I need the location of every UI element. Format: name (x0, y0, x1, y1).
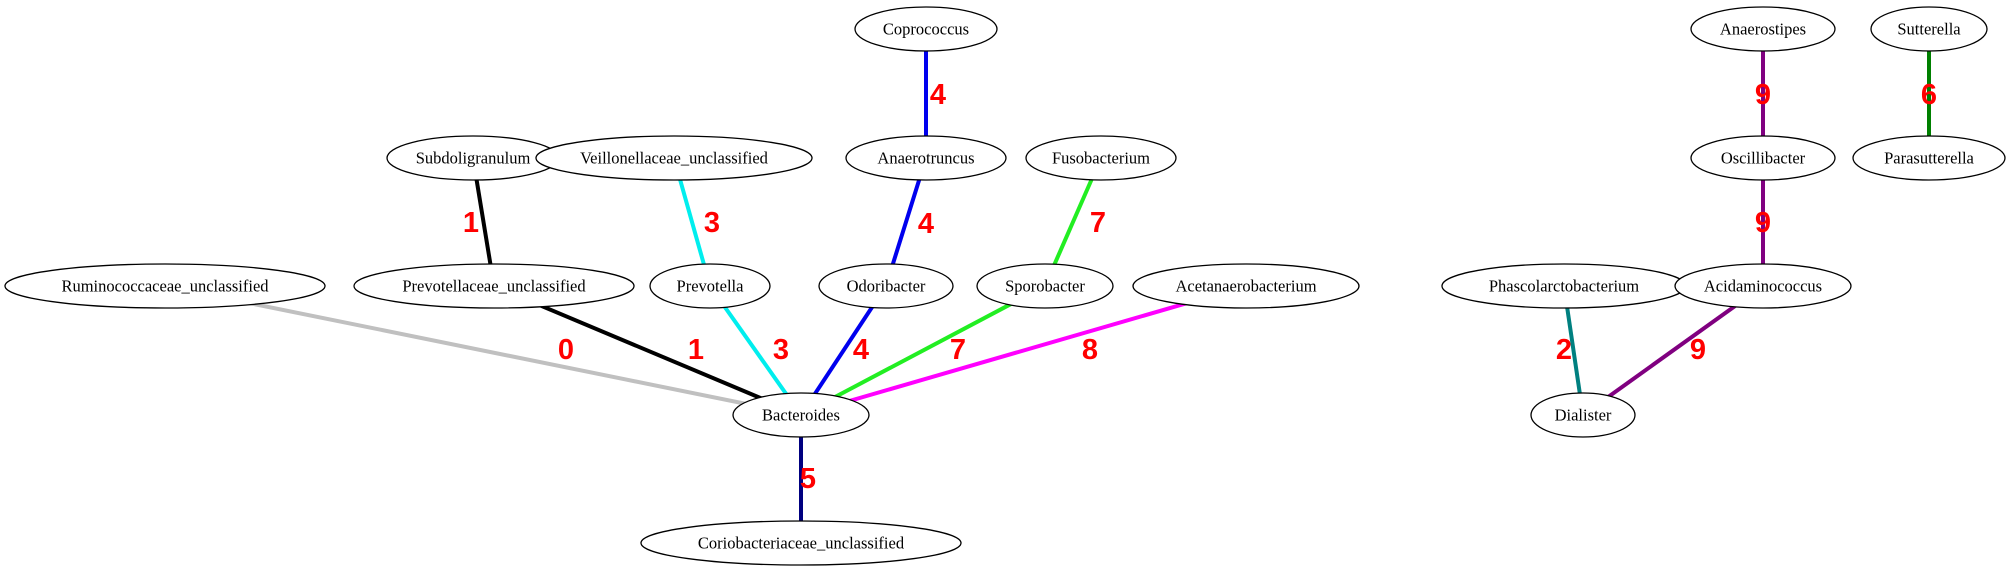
node-Bacteroides: Bacteroides (732, 392, 870, 438)
edge-Sporobacter-Bacteroides: 7 (800, 284, 1046, 417)
edge-line (1581, 284, 1765, 417)
node-ellipse (1690, 135, 1836, 181)
node-Prevotella: Prevotella (649, 263, 771, 309)
node-ellipse (1690, 6, 1836, 52)
edge-weight-label: 3 (773, 334, 789, 366)
edge-Acetanaerobacterium-Bacteroides: 8 (800, 284, 1247, 417)
node-Oscillibacter: Oscillibacter (1690, 135, 1836, 181)
node-ellipse (854, 6, 998, 52)
node-label: Acetanaerobacterium (1175, 277, 1316, 296)
node-label: Sutterella (1897, 20, 1961, 39)
node-ellipse (535, 135, 813, 181)
node-label: Ruminococcaceae_unclassified (61, 277, 269, 296)
node-Acetanaerobacterium: Acetanaerobacterium (1132, 263, 1360, 309)
node-Dialister: Dialister (1530, 392, 1636, 438)
node-label: Subdoligranulum (416, 149, 531, 168)
node-Phascolarctobacterium: Phascolarctobacterium (1441, 263, 1687, 309)
node-ellipse (4, 263, 326, 309)
edge-Ruminococcaceae_unclassified-Bacteroides: 0 (164, 284, 802, 417)
node-Prevotellaceae_unclassified: Prevotellaceae_unclassified (353, 263, 635, 309)
node-Sutterella: Sutterella (1870, 6, 1988, 52)
edge-weight-label: 9 (1755, 79, 1771, 111)
node-ellipse (1025, 135, 1177, 181)
edge-weight-label: 7 (950, 334, 966, 366)
edge-weight-label: 1 (463, 207, 479, 239)
node-label: Anaerostipes (1720, 20, 1806, 39)
node-ellipse (845, 135, 1007, 181)
node-Odoribacter: Odoribacter (818, 263, 954, 309)
node-Subdoligranulum: Subdoligranulum (386, 135, 560, 181)
node-Fusobacterium: Fusobacterium (1025, 135, 1177, 181)
edge-weight-label: 8 (1082, 334, 1098, 366)
node-label: Dialister (1555, 406, 1612, 425)
edge-weight-label: 4 (930, 79, 946, 111)
edge-layer: 4 4 4 1 1 3 3 7 7 0 8 5 9 9 9 2 6 (164, 29, 1937, 543)
node-ellipse (353, 263, 635, 309)
node-label: Parasutterella (1884, 149, 1974, 168)
node-ellipse (1870, 6, 1988, 52)
node-ellipse (732, 392, 870, 438)
node-label: Oscillibacter (1721, 149, 1806, 168)
node-ellipse (1132, 263, 1360, 309)
node-layer: Coprococcus Anaerostipes SutterellaSubdoli… (4, 6, 2006, 566)
node-label: Bacteroides (762, 406, 840, 425)
node-Veillonellaceae_unclassified: Veillonellaceae_unclassified (535, 135, 813, 181)
edge-weight-label: 9 (1755, 207, 1771, 239)
node-ellipse (1674, 263, 1852, 309)
edge-weight-label: 4 (853, 334, 869, 366)
edge-weight-label: 2 (1556, 334, 1572, 366)
edge-weight-label: 9 (1690, 334, 1706, 366)
node-ellipse (649, 263, 771, 309)
edge-line (493, 284, 802, 417)
node-Acidaminococcus: Acidaminococcus (1674, 263, 1852, 309)
edge-weight-label: 0 (558, 334, 574, 366)
node-ellipse (1530, 392, 1636, 438)
node-label: Prevotellaceae_unclassified (402, 277, 586, 296)
node-Coriobacteriaceae_unclassified: Coriobacteriaceae_unclassified (640, 520, 962, 566)
edge-Prevotellaceae_unclassified-Bacteroides: 1 (493, 284, 802, 417)
edge-weight-label: 6 (1921, 79, 1937, 111)
node-ellipse (640, 520, 962, 566)
edge-weight-label: 1 (688, 334, 704, 366)
node-ellipse (976, 263, 1114, 309)
edge-line (800, 284, 1247, 417)
edge-weight-label: 3 (704, 207, 720, 239)
node-label: Veillonellaceae_unclassified (580, 149, 769, 168)
node-label: Prevotella (677, 277, 745, 296)
node-Parasutterella: Parasutterella (1852, 135, 2006, 181)
edge-Acidaminococcus-Dialister: 9 (1581, 284, 1765, 417)
node-label: Coprococcus (883, 20, 969, 39)
node-Ruminococcaceae_unclassified: Ruminococcaceae_unclassified (4, 263, 326, 309)
edge-weight-label: 7 (1090, 207, 1106, 239)
node-Coprococcus: Coprococcus (854, 6, 998, 52)
edge-line (800, 284, 1046, 417)
node-label: Anaerotruncus (877, 149, 974, 168)
node-label: Phascolarctobacterium (1489, 277, 1639, 296)
edge-line (164, 284, 802, 417)
node-label: Sporobacter (1005, 277, 1085, 296)
node-label: Odoribacter (847, 277, 926, 296)
node-label: Acidaminococcus (1704, 277, 1822, 296)
node-ellipse (818, 263, 954, 309)
node-label: Fusobacterium (1052, 149, 1150, 168)
node-Anaerotruncus: Anaerotruncus (845, 135, 1007, 181)
edge-weight-label: 5 (800, 463, 816, 495)
node-Sporobacter: Sporobacter (976, 263, 1114, 309)
node-Anaerostipes: Anaerostipes (1690, 6, 1836, 52)
node-ellipse (1852, 135, 2006, 181)
edge-weight-label: 4 (918, 208, 934, 240)
node-label: Coriobacteriaceae_unclassified (698, 534, 905, 553)
